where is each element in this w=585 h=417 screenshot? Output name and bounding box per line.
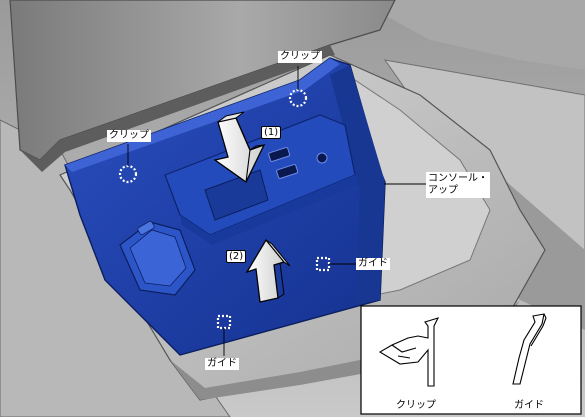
console-up-top-edge <box>65 58 340 172</box>
guide-label-right: ガイド <box>356 258 390 270</box>
usb-port-1 <box>268 146 291 162</box>
socket-cap-tab <box>137 220 155 236</box>
clip-shape-icon <box>378 317 440 387</box>
console-up-label-line2: アップ <box>428 185 458 196</box>
console-up-label: コンソール・ アップ <box>426 172 490 198</box>
clip-label-top-right: クリップ <box>278 51 322 63</box>
guide-shape-icon <box>512 313 547 385</box>
arrow-2-icon <box>245 238 291 303</box>
usb-module-face <box>180 175 358 245</box>
console-up-label-line1: コンソール・ <box>428 173 488 184</box>
arrow-1-icon <box>213 111 266 183</box>
step-2-label: (2) <box>226 250 247 263</box>
aux-jack <box>316 152 328 164</box>
usb-port-2 <box>276 163 299 179</box>
guide-label-bottom: ガイド <box>205 358 239 370</box>
inset-clip-caption: クリップ <box>396 400 436 411</box>
dashboard-shape <box>330 0 585 70</box>
step-1-label: (1) <box>261 126 282 139</box>
socket-cap-inner <box>129 229 187 287</box>
inset-guide-caption: ガイド <box>514 400 544 411</box>
armrest-lid-edge <box>20 45 335 172</box>
clip-label-left: クリップ <box>107 130 151 142</box>
